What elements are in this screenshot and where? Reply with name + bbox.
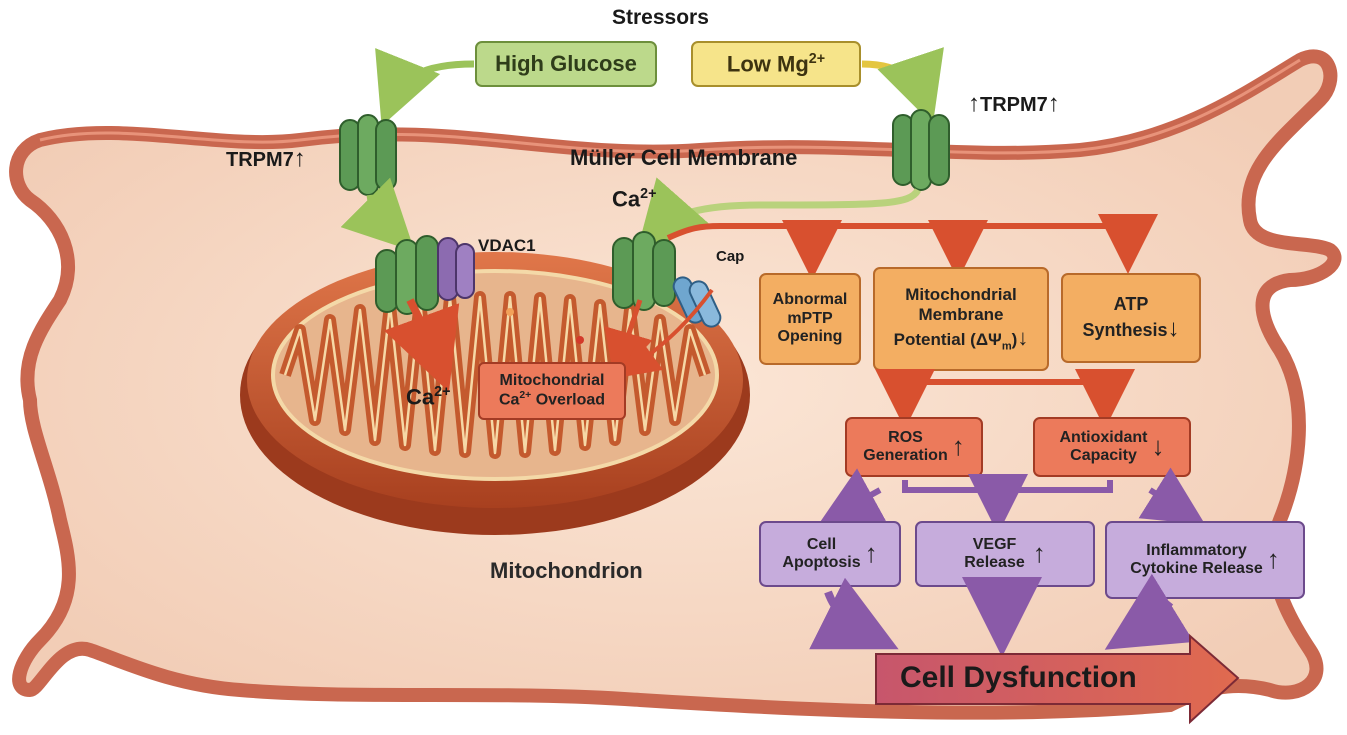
- atp-text: ATP Synthesis↓: [1062, 274, 1200, 362]
- mmp-close: ): [1011, 329, 1018, 349]
- cell-dysfunction-arrow: [875, 633, 1240, 725]
- overload-line1: Mitochondrial: [499, 371, 605, 389]
- ca-mito-label: Ca2+: [406, 384, 450, 410]
- ros-up-icon: ↑: [951, 431, 965, 462]
- trpm7-right-up-icon-b: ↑: [1047, 90, 1060, 117]
- vdac1-channel: [437, 237, 475, 301]
- arrow-cap-to-overload: [619, 288, 714, 378]
- arrow-ca-into-mito-left: [384, 298, 460, 393]
- ca-top-text: Ca: [612, 186, 641, 212]
- low-mg-label: Low Mg2+: [692, 51, 860, 77]
- trpm7-left-text: TRPM7: [226, 149, 294, 171]
- ca-mito-sup: 2+: [434, 384, 451, 400]
- arrow-to-apoptosis: [818, 468, 887, 524]
- low-mg-text: Low Mg: [726, 51, 809, 77]
- high-glucose-box: [475, 41, 657, 87]
- mito-green-channel-right: [612, 231, 676, 311]
- trpm7-right-text: TRPM7: [980, 94, 1048, 116]
- mptp-line3: Opening: [777, 328, 843, 346]
- ros-line2: Generation: [863, 447, 948, 464]
- arrow-mg-to-trpm7: [861, 47, 944, 125]
- trpm7-left-label: TRPM7↑: [226, 145, 306, 173]
- mptp-text: Abnormal mPTP Opening: [760, 274, 860, 364]
- ca-mito-text: Ca: [406, 384, 435, 410]
- cytokine-up-icon: ↑: [1266, 544, 1280, 575]
- trpm7-right-label: ↑TRPM7↑: [968, 90, 1060, 118]
- box-mmp: [873, 267, 1049, 371]
- atp-down-icon: ↓: [1167, 314, 1180, 342]
- mmp-down-icon: ↓: [1017, 324, 1029, 350]
- mmp-line3: Potential (ΔΨm)↓: [894, 325, 1029, 353]
- box-atp: [1061, 273, 1201, 363]
- antiox-down-icon: ↓: [1151, 431, 1165, 462]
- mmp-line2: Membrane: [918, 304, 1004, 324]
- trpm7-channel-left: [339, 114, 397, 196]
- arrow-to-cytokine: [1138, 467, 1206, 525]
- low-mg-box: [691, 41, 861, 87]
- low-mg-sup: 2+: [808, 51, 826, 67]
- cytokine-line2: Cytokine Release: [1130, 560, 1263, 577]
- arrow-cytokine-to-final: [1104, 573, 1194, 650]
- box-mptp: [759, 273, 861, 365]
- mito-green-channel-left: [375, 235, 439, 315]
- arrow-left-influx: [340, 177, 415, 252]
- atp-synthesis: Synthesis: [1082, 319, 1168, 340]
- trpm7-left-up-icon: ↑: [293, 145, 306, 172]
- overload-word: Overload: [531, 391, 606, 409]
- cytokine-line1: Inflammatory: [1146, 541, 1247, 559]
- mmp-sub: m: [1001, 339, 1012, 352]
- vdac1-label: VDAC1: [478, 236, 536, 255]
- overload-ca: Ca: [498, 391, 520, 409]
- box-ros: [845, 417, 983, 477]
- vegf-line2: Release: [964, 554, 1025, 571]
- atp-line2: Synthesis↓: [1082, 315, 1179, 343]
- vegf-up-icon: ↑: [1032, 538, 1046, 569]
- stressors-title: Stressors: [612, 6, 709, 29]
- mmp-potential: Potential (ΔΨ: [893, 329, 1002, 349]
- atp-line1: ATP: [1113, 293, 1149, 314]
- high-glucose-label: High Glucose: [495, 51, 637, 76]
- ros-text: ROS Generation ↑: [846, 418, 982, 476]
- apoptosis-text: Cell Apoptosis ↑: [760, 522, 900, 586]
- vegf-line1: VEGF: [972, 535, 1017, 553]
- trpm7-channel-right: [892, 109, 950, 191]
- arrow-right-influx: [636, 177, 922, 253]
- mptp-line1: Abnormal: [772, 291, 848, 309]
- apoptosis-up-icon: ↑: [864, 538, 878, 569]
- cap-label: Cap: [716, 248, 745, 265]
- apoptosis-line2: Apoptosis: [782, 554, 861, 571]
- mitochondrion-label: Mitochondrion: [490, 558, 643, 583]
- overload-box: Mitochondrial Ca2+ Overload: [478, 362, 626, 420]
- antiox-line2: Capacity: [1070, 447, 1137, 464]
- trpm7-right-up-icon-a: ↑: [968, 90, 980, 117]
- mmp-line1: Mitochondrial: [905, 285, 1017, 305]
- overload-line2: Ca2+ Overload: [499, 390, 605, 410]
- box-antiox: [1033, 417, 1191, 477]
- cell-dysfunction-label: Cell Dysfunction: [900, 661, 1137, 694]
- mptp-line2: mPTP: [787, 309, 833, 327]
- membrane-label: Müller Cell Membrane: [570, 145, 798, 170]
- arrow-apoptosis-to-final: [809, 577, 899, 650]
- vegf-text: VEGF Release ↑: [916, 522, 1094, 586]
- ca-top-sup: 2+: [640, 186, 657, 202]
- apoptosis-line1: Cell: [806, 535, 837, 553]
- arrow-glucose-to-trpm7: [375, 47, 475, 126]
- arrow-branch-top: [666, 213, 1158, 274]
- cytokine-text: Inflammatory Cytokine Release ↑: [1106, 522, 1304, 598]
- overload-sup: 2+: [519, 390, 532, 402]
- ros-line1: ROS: [888, 428, 923, 446]
- antiox-line1: Antioxidant: [1059, 428, 1148, 446]
- ca-top-label: Ca2+: [612, 186, 656, 212]
- antiox-text: Antioxidant Capacity ↓: [1034, 418, 1190, 476]
- mmp-text: Mitochondrial Membrane Potential (ΔΨm)↓: [874, 268, 1048, 370]
